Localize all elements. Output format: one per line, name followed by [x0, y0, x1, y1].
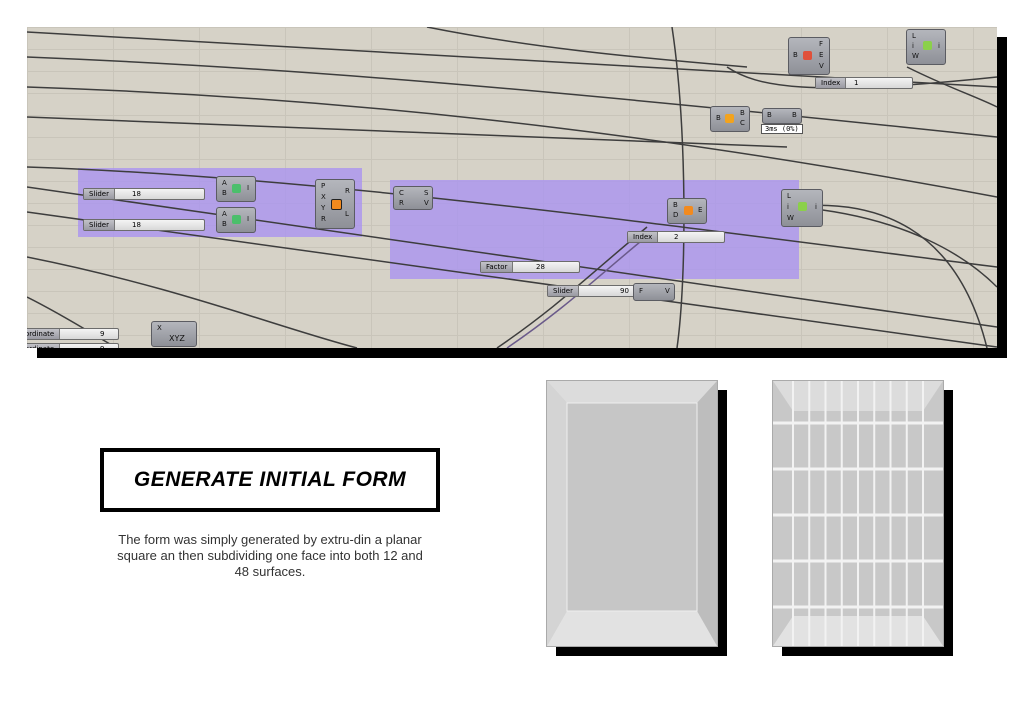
output-i: i: [938, 42, 940, 50]
index-slider-1[interactable]: Index 2: [627, 231, 725, 243]
output-l: L: [345, 210, 349, 218]
render-subdivided-box: [772, 380, 944, 647]
slider-label: Index: [628, 232, 659, 242]
group-extrude[interactable]: [390, 180, 799, 279]
input-b: B: [793, 51, 798, 59]
output-s: S: [424, 189, 429, 197]
output-i: i: [815, 203, 817, 211]
input-b: B: [767, 111, 772, 119]
input-p: P: [321, 182, 326, 190]
output-v: V: [665, 287, 670, 295]
output-b: B: [792, 111, 797, 119]
slider-value: 18: [132, 190, 141, 198]
output-v: V: [424, 199, 429, 207]
output-e: E: [698, 206, 703, 214]
output-i: I: [247, 215, 250, 223]
input-l: L: [912, 32, 916, 40]
slider-value: 90: [620, 287, 629, 295]
series-icon: [232, 215, 241, 224]
input-l: L: [787, 192, 791, 200]
slider-value: 18: [132, 221, 141, 229]
extrude-icon: [684, 206, 693, 215]
input-f: F: [639, 287, 644, 295]
coordinate-slider-1[interactable]: ordinate 9: [27, 328, 119, 340]
board-description: The form was simply generated by extru-d…: [117, 532, 423, 579]
series-icon: [232, 184, 241, 193]
slider-value: 2: [674, 233, 679, 241]
output-b: B: [740, 109, 745, 117]
input-r: R: [399, 199, 404, 207]
output-f: F: [819, 40, 824, 48]
input-b: B: [222, 189, 227, 197]
output-i: I: [247, 184, 250, 192]
coordinate-slider-2[interactable]: ordinate 9: [27, 343, 119, 348]
angle-slider[interactable]: Slider 90: [547, 285, 645, 297]
slider-label: Slider: [84, 189, 115, 199]
list-item-icon: [798, 202, 807, 211]
input-b: B: [222, 220, 227, 228]
slider-2[interactable]: Slider 18: [83, 219, 205, 231]
output-xyz: XYZ: [169, 334, 185, 343]
output-c: C: [740, 119, 745, 127]
slider-label: ordinate: [27, 329, 61, 339]
list-item-icon: [923, 41, 932, 50]
slider-1[interactable]: Slider 18: [83, 188, 205, 200]
input-y: Y: [321, 204, 326, 212]
output-v: V: [819, 62, 824, 70]
xyz-node[interactable]: X XYZ: [151, 321, 197, 347]
slider-label: Index: [816, 78, 847, 88]
brep-icon: [725, 114, 734, 123]
board-title: GENERATE INITIAL FORM: [133, 468, 407, 491]
input-b: B: [673, 201, 678, 209]
output-e: E: [819, 51, 824, 59]
grasshopper-canvas[interactable]: Slider 18 Slider 18 Factor 28 Slider 90 Inde…: [27, 27, 997, 348]
title-box: GENERATE INITIAL FORM: [100, 448, 440, 512]
input-a: A: [222, 210, 227, 218]
input-x: X: [157, 324, 162, 332]
slider-value: 1: [854, 79, 859, 87]
slider-label: Slider: [84, 220, 115, 230]
slider-value: 9: [100, 330, 105, 338]
rectangle-icon: [331, 199, 342, 210]
slider-label: Factor: [481, 262, 514, 272]
slider-label: Slider: [548, 286, 579, 296]
input-b: B: [716, 114, 721, 122]
slider-value: 28: [536, 263, 545, 271]
output-r: R: [345, 187, 350, 195]
input-w: W: [787, 214, 794, 222]
render-extruded-box: [546, 380, 718, 647]
deconstruct-icon: [803, 51, 812, 60]
index-slider-2[interactable]: Index 1: [815, 77, 913, 89]
wires: [27, 27, 997, 348]
input-r: R: [321, 215, 326, 223]
input-i: i: [787, 203, 789, 211]
factor-slider[interactable]: Factor 28: [480, 261, 580, 273]
profiler-status: 3ms (0%): [761, 124, 803, 134]
input-i: i: [912, 42, 914, 50]
input-w: W: [912, 52, 919, 60]
input-a: A: [222, 179, 227, 187]
input-c: C: [399, 189, 404, 197]
slider-value: 9: [100, 344, 104, 348]
slider-label: ordinate: [27, 344, 61, 348]
input-x: X: [321, 193, 326, 201]
input-d: D: [673, 211, 679, 219]
